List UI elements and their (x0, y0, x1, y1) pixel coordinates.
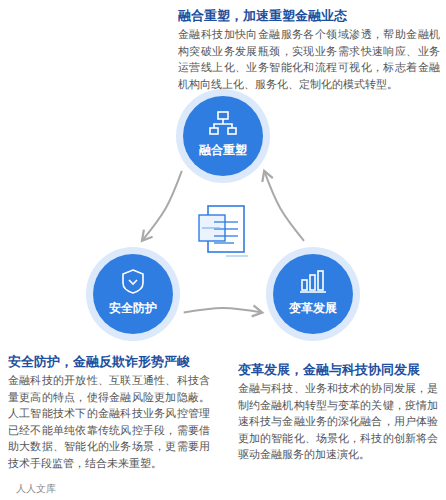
circle-outline (175, 88, 271, 184)
circle-fill (93, 254, 173, 334)
node-icon (210, 112, 236, 134)
cycle-arrow (264, 171, 304, 241)
section-heading: 融合重塑，加速重塑金融业态 (178, 8, 440, 25)
node-icon (123, 270, 143, 293)
circle-fill (273, 254, 353, 334)
node-label: 安全防护 (85, 300, 181, 317)
circle-node: 融合重塑 (175, 88, 271, 184)
section-heading: 安全防护，金融反欺诈形势严峻 (8, 354, 210, 371)
cycle-arrow (184, 308, 263, 313)
circle-outline (265, 246, 361, 342)
circle-node: 变革发展 (265, 246, 361, 342)
cycle-arrow (142, 171, 182, 241)
circle-outline (85, 246, 181, 342)
section-heading: 变革发展，金融与科技协同发展 (238, 362, 438, 379)
circle-node: 安全防护 (85, 246, 181, 342)
circle-halo (266, 247, 360, 341)
section-body: 金融科技加快向金融服务各个领域渗透，帮助金融机构突破业务发展瓶颈，实现业务需求快… (178, 27, 440, 93)
node-label: 融合重塑 (175, 142, 271, 159)
watermark: 人人文库 (16, 482, 96, 496)
document-icon (199, 206, 248, 256)
section-body: 金融科技的开放性、互联互通性、科技含量更高的特点，使得金融风险更加隐蔽。人工智能… (8, 373, 210, 472)
circle-fill (183, 96, 263, 176)
node-label: 变革发展 (265, 300, 361, 317)
circle-halo (176, 89, 270, 183)
node-icon (300, 271, 326, 292)
section-body: 金融与科技、业务和技术的协同发展，是制约金融机构转型与变革的关键，疫情加速科技与… (238, 381, 438, 464)
circle-halo (86, 247, 180, 341)
